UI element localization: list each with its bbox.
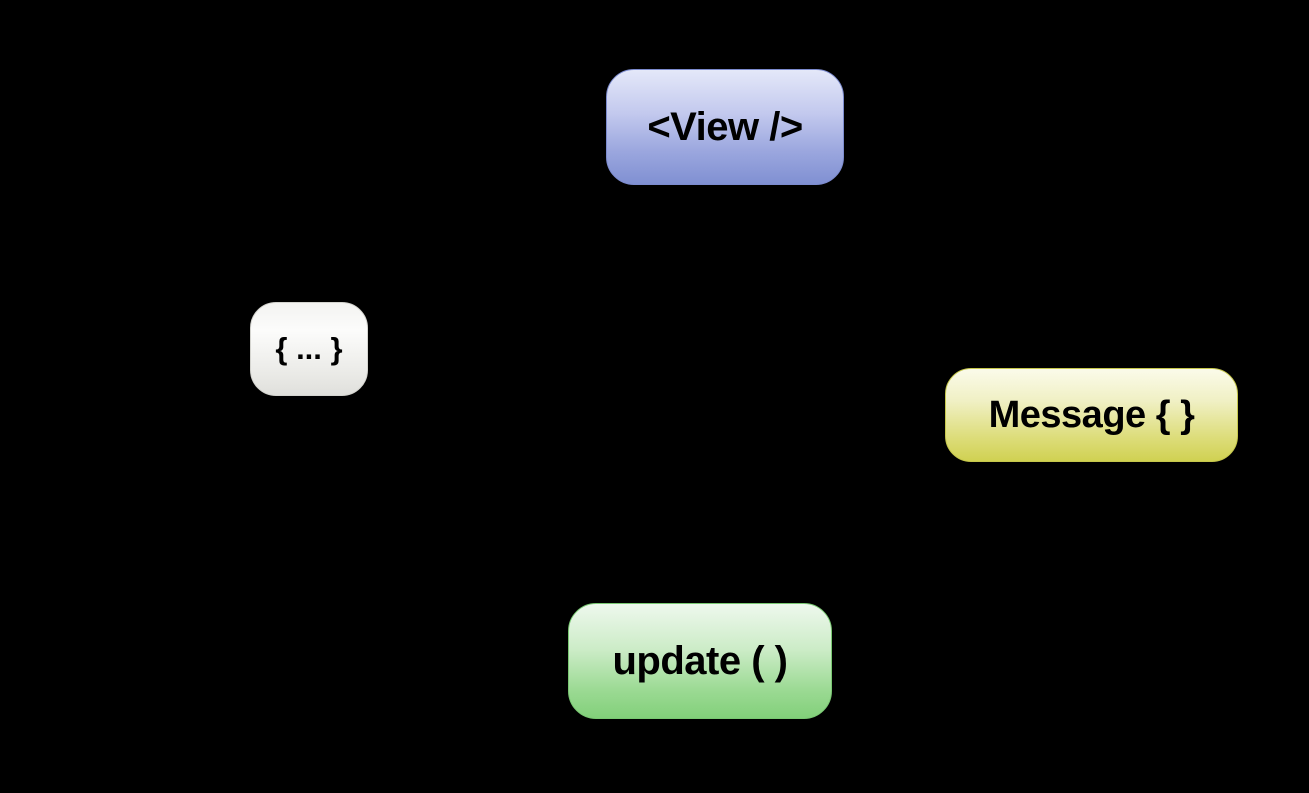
message-node-label: Message { }: [988, 393, 1195, 436]
model-node: { ... }: [250, 302, 368, 396]
update-node: update ( ): [568, 603, 832, 719]
model-node-label: { ... }: [275, 331, 343, 366]
update-node-label: update ( ): [612, 638, 788, 683]
message-node: Message { }: [945, 368, 1238, 462]
view-node-label: <View />: [647, 104, 803, 149]
view-node: <View />: [606, 69, 844, 185]
